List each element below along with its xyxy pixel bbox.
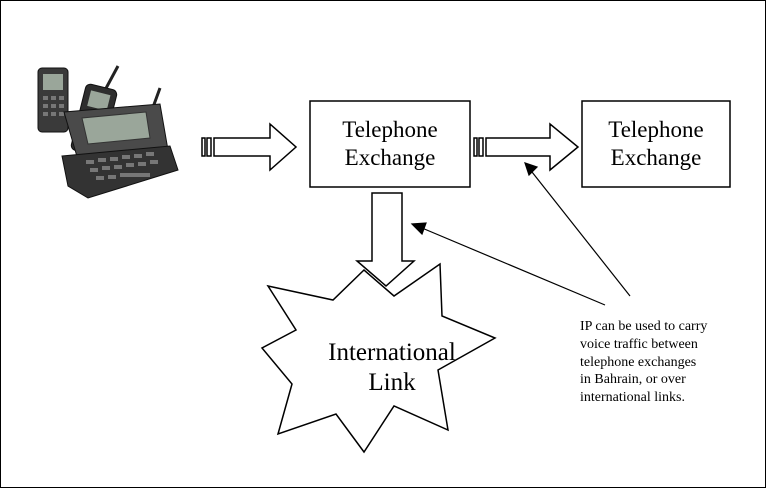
annotation-line: voice traffic between <box>580 336 698 352</box>
annotation-arrows <box>410 162 631 306</box>
exchange-1-label: Telephone Exchange <box>310 116 470 171</box>
arrow-phones-to-exchange <box>201 122 298 172</box>
exchange-1-line2: Exchange <box>344 144 436 170</box>
arrow-exchange-to-exchange <box>473 122 580 172</box>
arrow-exchange-to-international <box>354 192 416 287</box>
telephone-exchange-box-1 <box>309 100 471 188</box>
annotation-line: in Bahrain, or over <box>580 372 686 388</box>
exchange-2-label: Telephone Exchange <box>582 116 730 171</box>
annotation-note: IP can be used to carry voice traffic be… <box>580 318 762 407</box>
exchange-2-line2: Exchange <box>610 144 702 170</box>
annotation-line: telephone exchanges <box>580 354 697 370</box>
telephone-exchange-box-2 <box>581 100 731 188</box>
phone-left <box>37 67 69 133</box>
international-link-starburst <box>260 262 497 454</box>
mobile-phones-image <box>37 65 179 199</box>
annotation-line: IP can be used to carry <box>580 319 708 334</box>
exchange-2-line1: Telephone <box>608 117 704 142</box>
international-link-line2: Link <box>368 369 416 396</box>
international-link-label: International Link <box>290 338 494 398</box>
exchange-1-line1: Telephone <box>342 117 438 142</box>
international-link-line1: International <box>328 339 456 366</box>
phone-communicator <box>61 87 179 199</box>
annotation-line: international links. <box>580 390 685 406</box>
